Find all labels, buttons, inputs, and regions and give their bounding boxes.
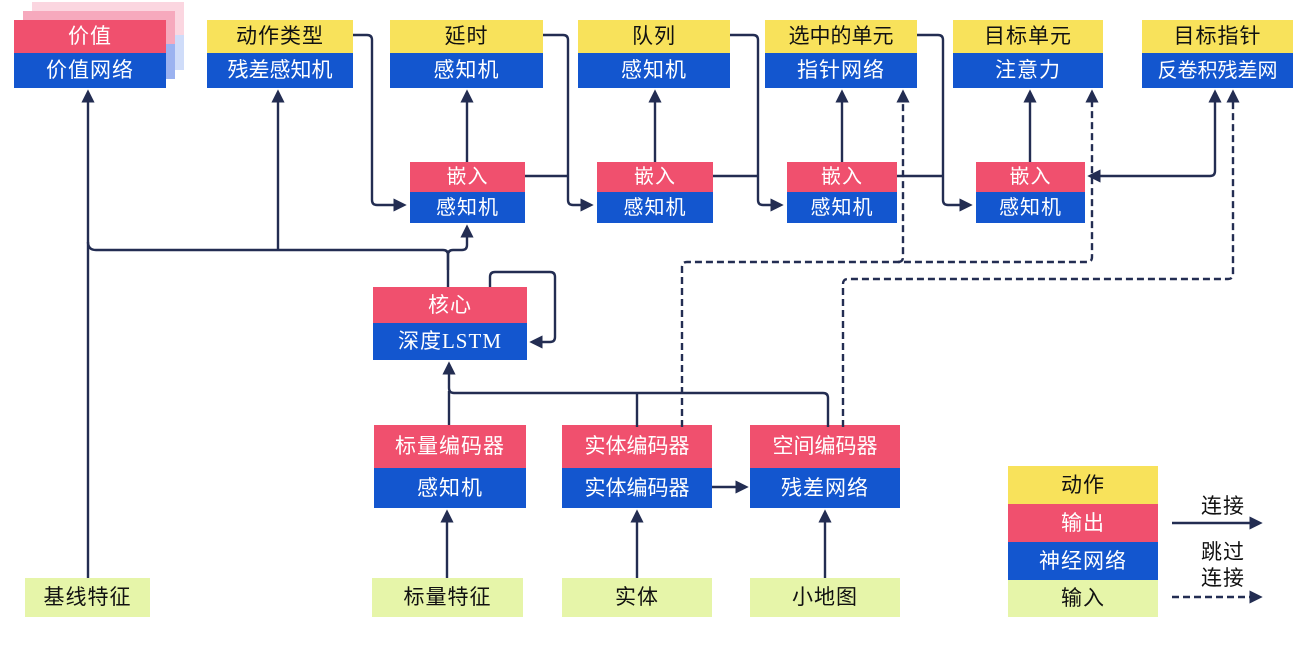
embed-4-network-label: 感知机 xyxy=(976,192,1085,223)
legend-skip-label-line1: 跳过 xyxy=(1201,540,1245,564)
target-unit-network-label: 注意力 xyxy=(953,53,1103,88)
core-network-label: 深度LSTM xyxy=(373,323,527,360)
node-minimap: 小地图 xyxy=(750,578,900,617)
node-selected-units: 选中的单元 指针网络 xyxy=(765,20,917,88)
target-point-network-label: 反卷积残差网 xyxy=(1142,53,1293,88)
skip-entity-to-selected-and-target-unit xyxy=(680,89,1099,427)
scalar-encoder-label: 标量编码器 xyxy=(374,425,526,468)
node-embed-4: 嵌入 感知机 xyxy=(976,162,1085,223)
node-spatial-encoder: 空间编码器 残差网络 xyxy=(750,425,900,508)
node-scalar-encoder: 标量编码器 感知机 xyxy=(374,425,526,508)
target-point-label: 目标指针 xyxy=(1142,20,1293,53)
node-target-unit: 目标单元 注意力 xyxy=(953,20,1103,88)
legend-input: 输入 xyxy=(1008,580,1158,617)
node-embed-1: 嵌入 感知机 xyxy=(410,162,525,223)
legend-connection-label: 连接 xyxy=(1201,494,1245,518)
node-baseline-features: 基线特征 xyxy=(25,578,150,617)
node-entities: 实体 xyxy=(562,578,712,617)
edge-core-to-embed1 xyxy=(446,224,474,270)
legend-skip-label-line2: 连接 xyxy=(1201,566,1245,590)
legend-action: 动作 xyxy=(1008,466,1158,504)
embed-1-label: 嵌入 xyxy=(410,162,525,192)
entity-encoder-network-label: 实体编码器 xyxy=(562,468,712,508)
edge-encoders-to-core xyxy=(442,361,830,427)
spatial-encoder-label: 空间编码器 xyxy=(750,425,900,468)
embed-2-label: 嵌入 xyxy=(597,162,713,192)
edge-embed4-target-point xyxy=(1087,89,1222,183)
value-network-label: 价值网络 xyxy=(14,53,166,88)
spatial-encoder-network-label: 残差网络 xyxy=(750,468,900,508)
node-queue: 队列 感知机 xyxy=(578,20,730,88)
legend-output: 输出 xyxy=(1008,504,1158,542)
core-label: 核心 xyxy=(373,287,527,323)
embed-2-network-label: 感知机 xyxy=(597,192,713,223)
node-entity-encoder: 实体编码器 实体编码器 xyxy=(562,425,712,508)
queue-network-label: 感知机 xyxy=(578,53,730,88)
scalar-encoder-network-label: 感知机 xyxy=(374,468,526,508)
node-core: 核心 深度LSTM xyxy=(373,287,527,360)
embed-4-label: 嵌入 xyxy=(976,162,1085,192)
embed-3-network-label: 感知机 xyxy=(787,192,897,223)
legend-neural-network: 神经网络 xyxy=(1008,542,1158,580)
selected-units-label: 选中的单元 xyxy=(765,20,917,53)
node-embed-2: 嵌入 感知机 xyxy=(597,162,713,223)
node-delay: 延时 感知机 xyxy=(390,20,543,88)
selected-units-network-label: 指针网络 xyxy=(765,53,917,88)
node-embed-3: 嵌入 感知机 xyxy=(787,162,897,223)
embed-1-network-label: 感知机 xyxy=(410,192,525,223)
action-type-network-label: 残差感知机 xyxy=(207,53,353,88)
node-action-type: 动作类型 残差感知机 xyxy=(207,20,353,88)
node-target-point: 目标指针 反卷积残差网 xyxy=(1142,20,1293,88)
action-type-label: 动作类型 xyxy=(207,20,353,53)
target-unit-label: 目标单元 xyxy=(953,20,1103,53)
node-value: 价值 价值网络 xyxy=(14,2,184,88)
embed-3-label: 嵌入 xyxy=(787,162,897,192)
delay-network-label: 感知机 xyxy=(390,53,543,88)
queue-label: 队列 xyxy=(578,20,730,53)
value-label: 价值 xyxy=(14,20,166,53)
node-scalar-features: 标量特征 xyxy=(372,578,523,617)
skip-entity-branch-selected-units xyxy=(896,89,910,264)
legend-color-key: 动作 输出 神经网络 输入 xyxy=(1008,466,1158,617)
entity-encoder-label: 实体编码器 xyxy=(562,425,712,468)
skip-spatial-to-target-point xyxy=(841,89,1240,427)
edge-core-output-bus xyxy=(86,241,450,287)
delay-label: 延时 xyxy=(390,20,543,53)
